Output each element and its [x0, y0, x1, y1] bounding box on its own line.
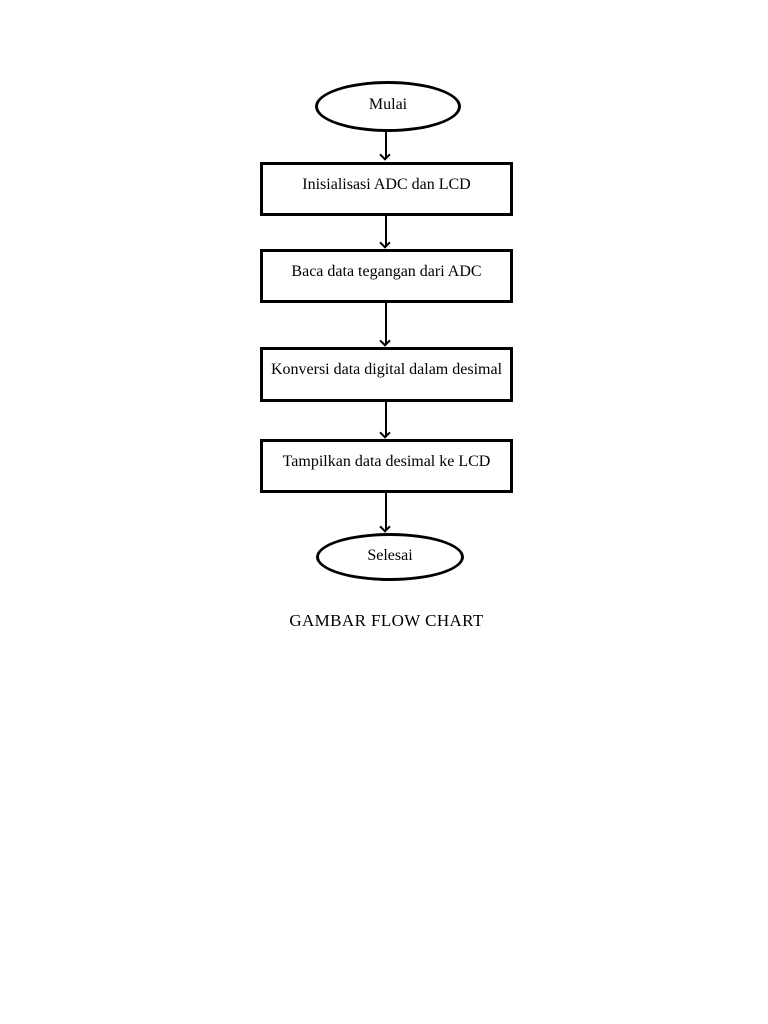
flow-node-label: Tampilkan data desimal ke LCD — [282, 453, 491, 470]
flow-node-label: Selesai — [367, 546, 413, 564]
down-arrow-connector-2 — [385, 216, 387, 247]
flow-node-end-terminator: Selesai — [316, 533, 464, 581]
figure-caption: GAMBAR FLOW CHART — [289, 611, 484, 630]
flow-node-label: Inisialisasi ADC dan LCD — [302, 176, 471, 193]
flow-node-label: Baca data tegangan dari ADC — [291, 263, 482, 280]
flow-node-start-terminator: Mulai — [315, 81, 461, 132]
flow-node-process-init: Inisialisasi ADC dan LCD — [260, 162, 513, 216]
flow-node-process-read-adc: Baca data tegangan dari ADC — [260, 249, 513, 303]
flow-node-process-display: Tampilkan data desimal ke LCD — [260, 439, 513, 493]
down-arrow-connector-3 — [385, 303, 387, 345]
flow-node-label: Konversi data digital dalam desimal — [270, 361, 503, 378]
flow-node-label: Mulai — [368, 96, 408, 113]
down-arrow-connector-5 — [385, 492, 387, 531]
flow-node-process-convert: Konversi data digital dalam desimal — [260, 347, 513, 402]
down-arrow-connector-4 — [385, 402, 387, 437]
down-arrow-connector-1 — [385, 131, 387, 159]
